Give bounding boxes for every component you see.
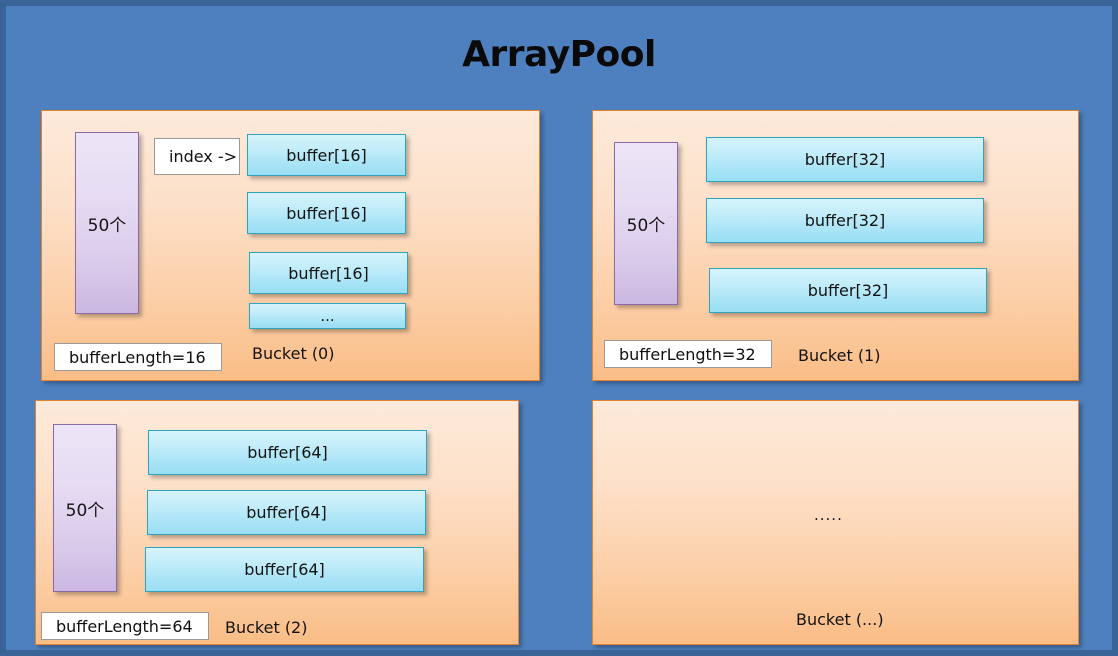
bucket-1-counter-label: 50个	[626, 216, 666, 236]
bucket-0-name: Bucket (0)	[252, 344, 335, 363]
bucket-0-counter-box: 50个	[75, 132, 139, 314]
index-pointer-label: index ->	[169, 147, 238, 166]
bucket-2-buffer-1[interactable]: buffer[64]	[147, 490, 426, 535]
bucket-1-counter-box: 50个	[614, 142, 678, 305]
bucket-2-buffer-0-label: buffer[64]	[247, 443, 328, 462]
page-title: ArrayPool	[462, 34, 656, 75]
bucket-0-bufferlength-box: bufferLength=16	[54, 343, 222, 371]
bucket-2-buffer-1-label: buffer[64]	[246, 503, 327, 522]
bucket-3-placeholder: .....	[814, 506, 843, 524]
bucket-1-buffer-0-label: buffer[32]	[804, 150, 886, 169]
bucket-0-buffer-2-label: buffer[16]	[288, 263, 369, 283]
bucket-2-name: Bucket (2)	[225, 618, 308, 637]
bucket-0-buffer-0-label: buffer[16]	[286, 145, 367, 165]
bucket-panel-3[interactable]	[592, 400, 1079, 645]
bucket-0-buffer-1[interactable]: buffer[16]	[247, 192, 406, 234]
bucket-0-buffer-0[interactable]: buffer[16]	[247, 134, 406, 176]
bucket-0-buffer-1-label: buffer[16]	[286, 203, 367, 223]
bucket-2-buffer-2[interactable]: buffer[64]	[145, 547, 424, 592]
bucket-0-counter-label: 50个	[87, 215, 127, 236]
bucket-3-name: Bucket (...)	[796, 610, 884, 629]
bucket-2-bufferlength-label: bufferLength=64	[56, 616, 193, 636]
bucket-0-buffer-3-label: ...	[320, 307, 335, 325]
bucket-1-buffer-1-label: buffer[32]	[804, 211, 886, 230]
bucket-2-bufferlength-box: bufferLength=64	[41, 612, 209, 640]
bucket-0-buffer-3[interactable]: ...	[249, 303, 406, 329]
bucket-2-counter-box: 50个	[53, 424, 117, 592]
bucket-1-bufferlength-label: bufferLength=32	[619, 344, 756, 364]
bucket-1-name: Bucket (1)	[798, 346, 881, 365]
bucket-1-bufferlength-box: bufferLength=32	[604, 340, 772, 368]
bucket-2-buffer-2-label: buffer[64]	[244, 560, 325, 579]
bucket-1-buffer-2[interactable]: buffer[32]	[709, 268, 987, 313]
bucket-2-buffer-0[interactable]: buffer[64]	[148, 430, 427, 475]
bucket-1-buffer-0[interactable]: buffer[32]	[706, 137, 984, 182]
index-pointer-box: index ->	[154, 138, 240, 175]
bucket-0-buffer-2[interactable]: buffer[16]	[249, 252, 408, 294]
bucket-1-buffer-1[interactable]: buffer[32]	[706, 198, 984, 243]
bucket-1-buffer-2-label: buffer[32]	[807, 281, 889, 300]
bucket-0-bufferlength-label: bufferLength=16	[69, 347, 206, 367]
bucket-2-counter-label: 50个	[65, 500, 105, 521]
